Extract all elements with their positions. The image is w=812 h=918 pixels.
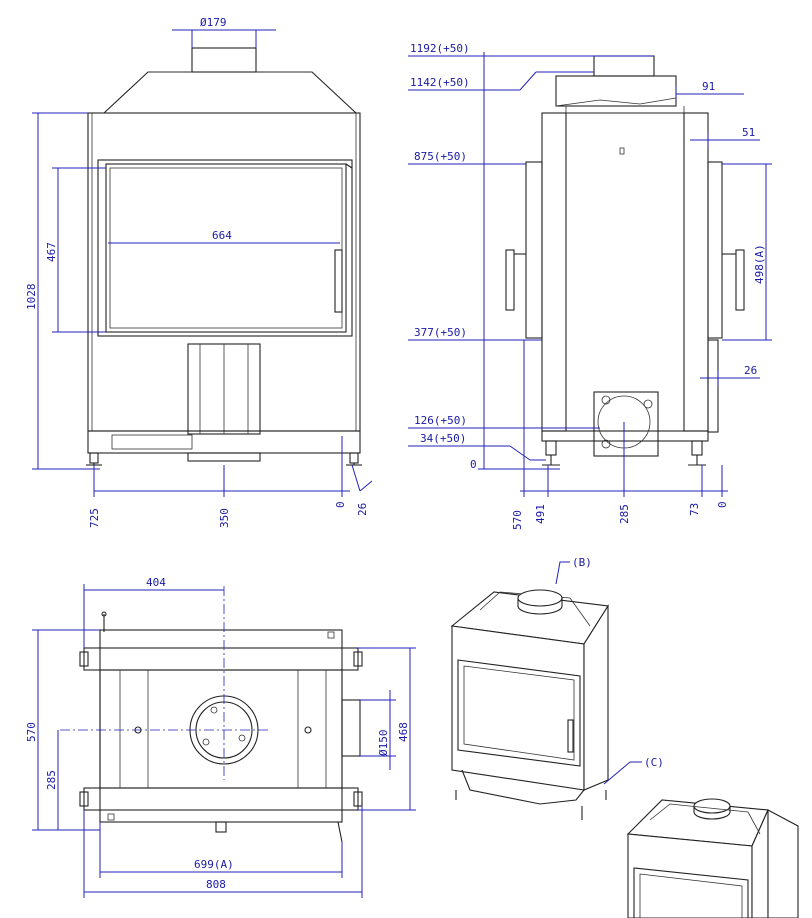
dim-base-center: 350 bbox=[218, 508, 231, 528]
top-view: 404 570 285 Ø150 468 699(A) 808 bbox=[25, 576, 416, 898]
dim-level-0: 0 bbox=[470, 458, 477, 471]
dim-base-570: 570 bbox=[511, 510, 524, 530]
dim-base-491: 491 bbox=[534, 504, 547, 524]
dim-air-diameter: Ø150 bbox=[377, 730, 390, 757]
dim-total-width: 808 bbox=[206, 878, 226, 891]
dim-glass-height: 467 bbox=[45, 242, 58, 262]
callout-c: (C) bbox=[644, 756, 664, 769]
dim-base-left: 725 bbox=[88, 508, 101, 528]
dim-offset-51: 51 bbox=[742, 126, 755, 139]
dim-glass-width: 664 bbox=[212, 229, 232, 242]
side-view: 1192(+50) 1142(+50) 875(+50) 377(+50) 12… bbox=[408, 42, 772, 530]
dim-half-width: 404 bbox=[146, 576, 166, 589]
front-view: Ø179 1028 467 664 725 350 0 26 bbox=[25, 16, 373, 528]
dim-level-1142: 1142(+50) bbox=[410, 76, 470, 89]
dim-level-126: 126(+50) bbox=[414, 414, 467, 427]
dim-level-34: 34(+50) bbox=[420, 432, 466, 445]
iso-view: (B) (C) bbox=[450, 556, 799, 918]
dim-inner-depth: 468 bbox=[397, 722, 410, 742]
dim-base-zero: 0 bbox=[334, 501, 347, 508]
dim-level-377: 377(+50) bbox=[414, 326, 467, 339]
dim-base-73: 73 bbox=[688, 503, 701, 516]
dim-offset-26: 26 bbox=[744, 364, 757, 377]
callout-b: (B) bbox=[572, 556, 592, 569]
dim-inner-width: 699(A) bbox=[194, 858, 234, 871]
dim-level-1192: 1192(+50) bbox=[410, 42, 470, 55]
dim-base-zero-side: 0 bbox=[716, 501, 729, 508]
dim-base-285: 285 bbox=[618, 504, 631, 524]
dim-base-right: 26 bbox=[356, 503, 369, 516]
dim-door-498: 498(A) bbox=[753, 244, 766, 284]
dim-half-depth: 285 bbox=[45, 770, 58, 790]
dim-depth: 570 bbox=[25, 722, 38, 742]
dim-height-total: 1028 bbox=[25, 284, 38, 311]
dim-level-875: 875(+50) bbox=[414, 150, 467, 163]
dim-offset-91: 91 bbox=[702, 80, 715, 93]
dim-flue-diameter: Ø179 bbox=[200, 16, 227, 29]
